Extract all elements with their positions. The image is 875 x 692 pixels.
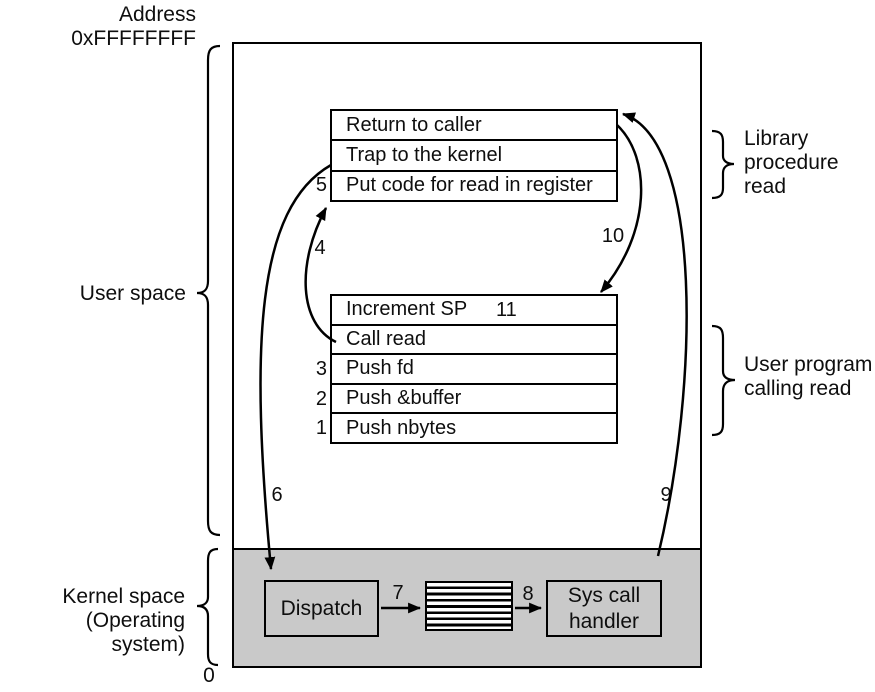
dispatch-box: Dispatch (264, 580, 379, 637)
address-top-label: Address 0xFFFFFFFF (71, 3, 196, 50)
library-row-return-to-caller: Return to caller (346, 113, 482, 136)
address-bottom-label: 0 (203, 664, 215, 687)
step-4-label: 4 (314, 237, 326, 259)
user-space-label: User space (79, 282, 186, 305)
step-9-label: 9 (660, 484, 672, 506)
library-row-trap-to-kernel: Trap to the kernel (332, 139, 616, 169)
step-3-label: 3 (315, 358, 327, 380)
step-2-label: 2 (315, 388, 327, 410)
step-6-label: 6 (271, 484, 283, 506)
kernel-space-brace (196, 547, 219, 667)
userprog-row-push-fd: Push fd (332, 353, 616, 383)
step-5-label: 5 (315, 174, 327, 196)
user-program-label: User program calling read (744, 353, 873, 400)
userprog-row-increment-sp: Increment SP (346, 298, 468, 321)
library-procedure-brace (711, 129, 735, 200)
library-row-put-code: Put code for read in register (332, 169, 616, 200)
step-1-label: 1 (315, 417, 327, 439)
syscall-table-icon (425, 581, 513, 631)
library-procedure-box: Return to caller Trap to the kernel Put … (330, 109, 618, 202)
step-8-label: 8 (522, 583, 534, 605)
step-7-label: 7 (392, 582, 404, 604)
userprog-row-call-read: Call read (332, 323, 616, 354)
kernel-space-label: Kernel space (Operating system) (62, 585, 185, 656)
step-11-label: 11 (496, 299, 517, 321)
user-space-brace (196, 44, 221, 537)
step-10-label: 10 (601, 225, 625, 247)
user-program-brace (711, 324, 736, 437)
userprog-row-push-nbytes: Push nbytes (332, 412, 616, 442)
library-procedure-label: Library procedure read (744, 127, 839, 198)
user-program-box: Increment SP Call read Push fd Push &buf… (330, 294, 618, 444)
userprog-row-push-buffer: Push &buffer (332, 382, 616, 413)
sys-call-handler-box: Sys call handler (546, 580, 662, 637)
